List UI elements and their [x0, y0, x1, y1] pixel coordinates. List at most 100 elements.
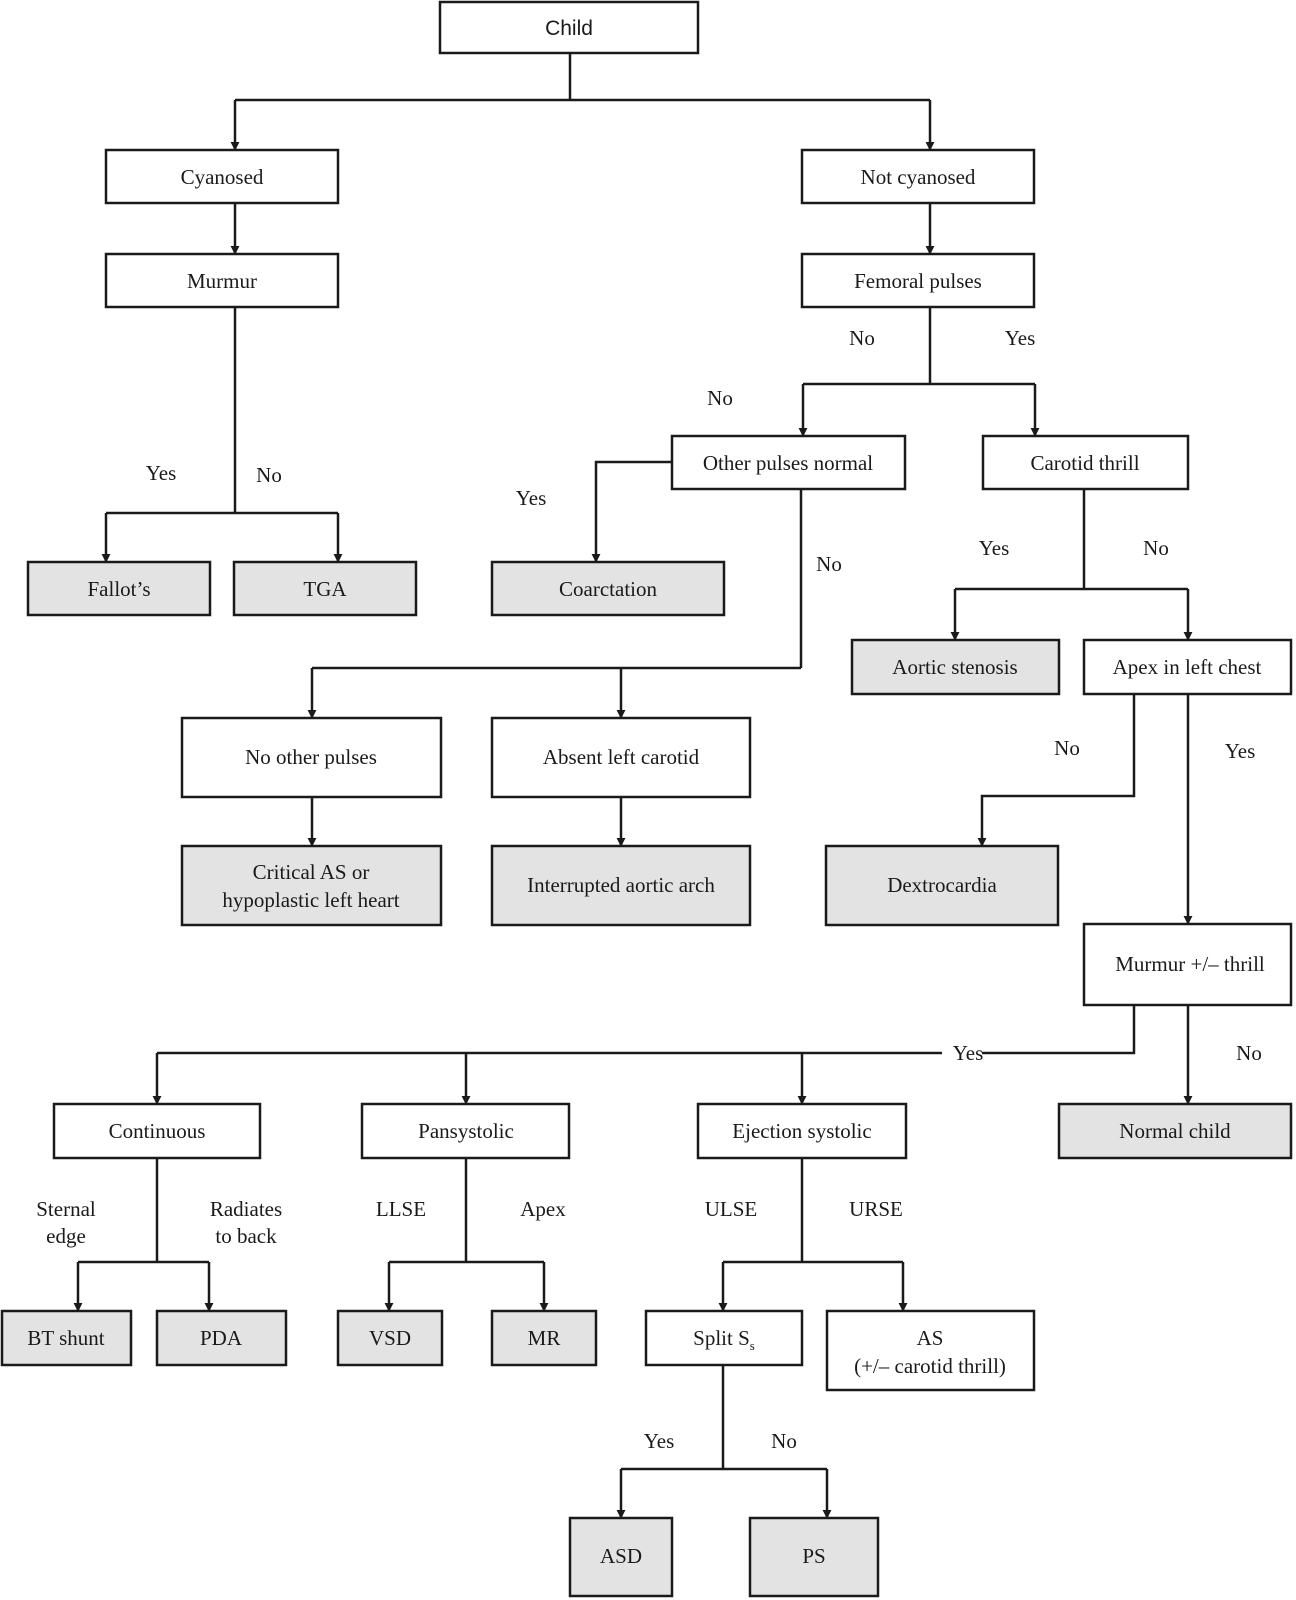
node-femoral-pulses-label: Femoral pulses: [854, 269, 982, 293]
node-dextrocardia-label: Dextrocardia: [887, 873, 997, 897]
node-asd-label: ASD: [600, 1544, 642, 1568]
edge-other-pulses-coarctation: [591, 460, 672, 563]
node-tga: TGA: [232, 560, 418, 617]
edge-split-s-split: [621, 1365, 827, 1471]
node-mr: MR: [490, 1309, 598, 1367]
node-not-cyanosed-label: Not cyanosed: [861, 165, 976, 189]
node-coarctation-label: Coarctation: [559, 577, 657, 601]
node-pda-label: PDA: [200, 1326, 243, 1350]
node-carotid-thrill-label: Carotid thrill: [1030, 451, 1139, 475]
label-ulse: ULSE: [705, 1197, 758, 1221]
node-split-s: Split Ss: [644, 1309, 804, 1367]
label-apex-yes: Yes: [1225, 739, 1256, 763]
edge-femoral-split: [803, 307, 1035, 386]
node-ps-label: PS: [802, 1544, 825, 1568]
node-cyanosed-label: Cyanosed: [181, 165, 264, 189]
node-absent-left-carotid-label: Absent left carotid: [543, 745, 700, 769]
node-murmur-label: Murmur: [187, 269, 257, 293]
node-vsd-label: VSD: [369, 1326, 411, 1350]
node-other-pulses-normal: Other pulses normal: [670, 434, 907, 491]
node-normal-child: Normal child: [1057, 1102, 1293, 1160]
node-fallots: Fallot’s: [26, 560, 212, 617]
edge-murmur-thrill-yes: [157, 1005, 1136, 1055]
node-child-label: Child: [545, 17, 593, 40]
node-asd: ASD: [568, 1516, 674, 1598]
label-apex: Apex: [520, 1197, 566, 1221]
node-child: Child: [438, 0, 700, 55]
label-femoral-no-branch: No: [707, 386, 733, 410]
edge-murmur-split: [106, 307, 338, 515]
node-pansystolic-label: Pansystolic: [418, 1119, 514, 1143]
node-bt-shunt: BT shunt: [0, 1309, 133, 1367]
edge-pansystolic-split: [389, 1158, 544, 1264]
node-critical-as: Critical AS or hypoplastic left heart: [180, 844, 443, 927]
label-femoral-no: No: [849, 326, 875, 350]
label-llse: LLSE: [376, 1197, 426, 1221]
node-split-s-main: Split S: [693, 1326, 750, 1350]
node-apex-left-chest: Apex in left chest: [1082, 638, 1293, 696]
node-mr-label: MR: [528, 1326, 561, 1350]
label-other-pulses-yes: Yes: [516, 486, 547, 510]
edge-carotid-split: [955, 489, 1188, 591]
node-aortic-stenosis-label: Aortic stenosis: [892, 655, 1017, 679]
label-murmur-yes: Yes: [146, 461, 177, 485]
label-carotid-no: No: [1143, 536, 1169, 560]
node-ps: PS: [748, 1516, 880, 1598]
node-ejection-systolic-label: Ejection systolic: [732, 1119, 871, 1143]
label-femoral-yes: Yes: [1005, 326, 1036, 350]
node-vsd: VSD: [336, 1309, 444, 1367]
node-dextrocardia: Dextrocardia: [824, 844, 1060, 927]
edge-ejection-split: [723, 1158, 903, 1264]
node-continuous-label: Continuous: [109, 1119, 206, 1143]
label-carotid-yes: Yes: [979, 536, 1010, 560]
edge-child-split: [235, 53, 930, 102]
node-critical-as-line2: hypoplastic left heart: [222, 888, 399, 912]
label-radiates-2: to back: [215, 1224, 277, 1248]
node-murmur-thrill-label: Murmur +/– thrill: [1115, 952, 1265, 976]
label-urse: URSE: [849, 1197, 903, 1221]
node-bt-shunt-label: BT shunt: [27, 1326, 104, 1350]
label-murmur-thrill-yes: Yes: [953, 1041, 984, 1065]
node-as: AS (+/– carotid thrill): [825, 1309, 1036, 1392]
node-split-s-subscript: s: [750, 1338, 755, 1353]
label-apex-no: No: [1054, 736, 1080, 760]
label-murmur-no: No: [256, 463, 282, 487]
node-aortic-stenosis: Aortic stenosis: [850, 638, 1061, 696]
node-pda: PDA: [155, 1309, 288, 1367]
node-normal-child-label: Normal child: [1119, 1119, 1231, 1143]
node-interrupted-arch: Interrupted aortic arch: [490, 844, 752, 927]
edges: [73, 53, 1193, 1519]
node-coarctation: Coarctation: [490, 560, 726, 617]
node-tga-label: TGA: [303, 577, 347, 601]
node-pansystolic: Pansystolic: [360, 1102, 571, 1160]
label-murmur-thrill-no: No: [1236, 1041, 1262, 1065]
node-as-line2: (+/– carotid thrill): [854, 1354, 1006, 1378]
edge-apex-dextrocardia: [977, 694, 1136, 847]
node-ejection-systolic: Ejection systolic: [696, 1102, 908, 1160]
node-absent-left-carotid: Absent left carotid: [490, 716, 752, 799]
label-radiates-1: Radiates: [210, 1197, 282, 1221]
node-interrupted-arch-label: Interrupted aortic arch: [527, 873, 715, 897]
node-no-other-pulses: No other pulses: [180, 716, 443, 799]
node-murmur-thrill: Murmur +/– thrill: [1082, 922, 1293, 1007]
label-sternal-edge-2: edge: [46, 1224, 86, 1248]
edge-other-pulses-no: [312, 489, 803, 670]
node-not-cyanosed: Not cyanosed: [800, 148, 1036, 205]
node-fallots-label: Fallot’s: [87, 577, 150, 601]
node-no-other-pulses-label: No other pulses: [245, 745, 377, 769]
node-murmur: Murmur: [104, 252, 340, 309]
label-split-yes: Yes: [644, 1429, 675, 1453]
node-critical-as-line1: Critical AS or: [253, 860, 370, 884]
node-as-line1: AS: [917, 1326, 944, 1350]
node-other-pulses-normal-label: Other pulses normal: [703, 451, 873, 475]
node-carotid-thrill: Carotid thrill: [981, 434, 1190, 491]
edge-labels: Yes No No Yes No Yes No Yes No No Yes Ye…: [36, 326, 1262, 1453]
label-sternal-edge-1: Sternal: [36, 1197, 96, 1221]
label-split-no: No: [771, 1429, 797, 1453]
node-split-s-label: Split Ss: [693, 1326, 755, 1353]
node-apex-left-chest-label: Apex in left chest: [1113, 655, 1262, 679]
node-continuous: Continuous: [52, 1102, 262, 1160]
